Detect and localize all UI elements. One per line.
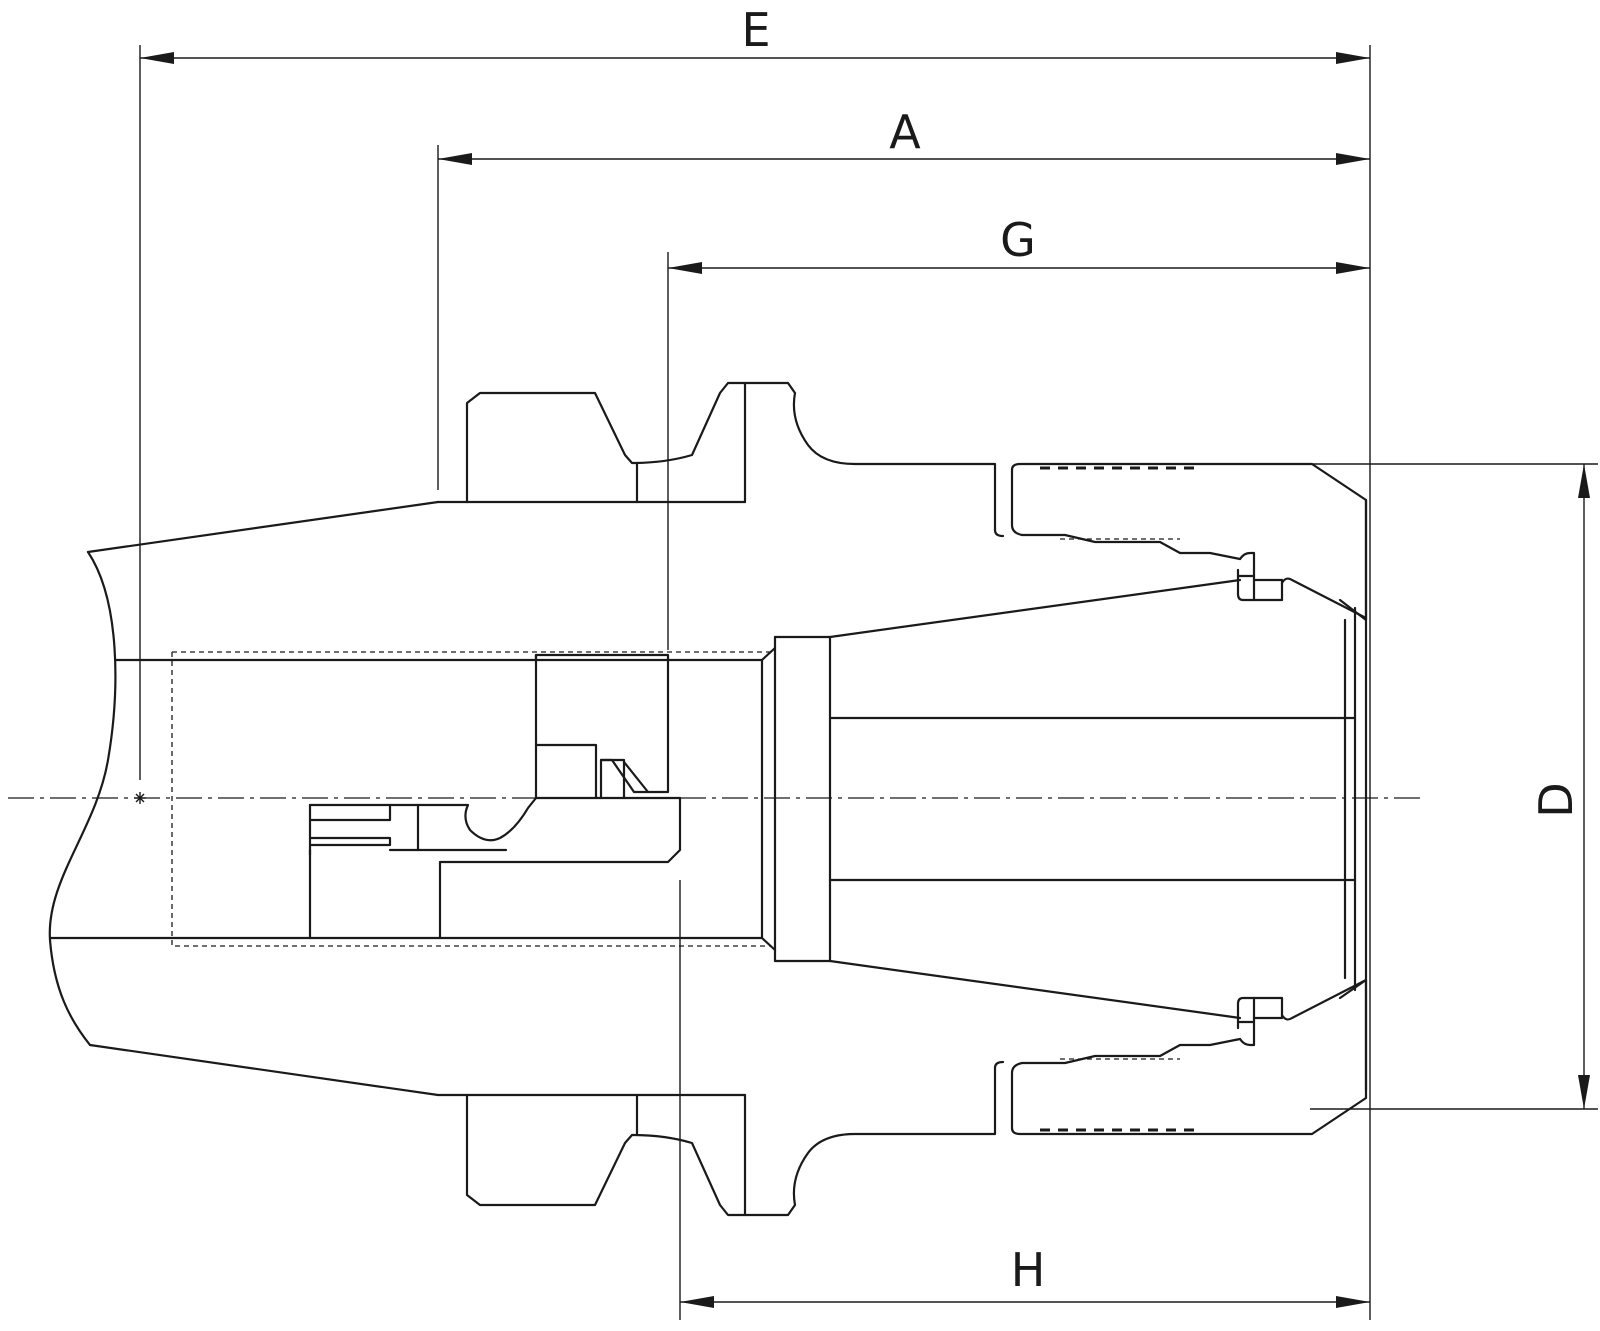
center-mark xyxy=(134,792,146,804)
dimension-d: D xyxy=(1310,463,1598,1110)
hidden-bore xyxy=(171,651,770,947)
dimension-g: G xyxy=(667,213,1370,650)
clamp-nut-bottom xyxy=(993,978,1368,1136)
dimension-label-g: G xyxy=(1000,213,1036,267)
taper-shank xyxy=(48,500,764,1097)
collet xyxy=(760,560,1367,1040)
dimension-label-d: D xyxy=(1529,782,1583,817)
flange-top xyxy=(465,381,997,532)
dimension-a: A xyxy=(437,105,1370,490)
dimension-label-h: H xyxy=(1011,1243,1046,1297)
dimension-e: E xyxy=(139,3,1371,1320)
break-line xyxy=(48,550,117,1047)
dimension-label-e: E xyxy=(741,3,770,57)
dimension-h: H xyxy=(679,880,1370,1320)
stop-screw xyxy=(308,653,682,940)
clamp-nut-top xyxy=(993,462,1368,1092)
dimension-label-a: A xyxy=(889,105,921,159)
flange-bottom xyxy=(465,1066,997,1217)
